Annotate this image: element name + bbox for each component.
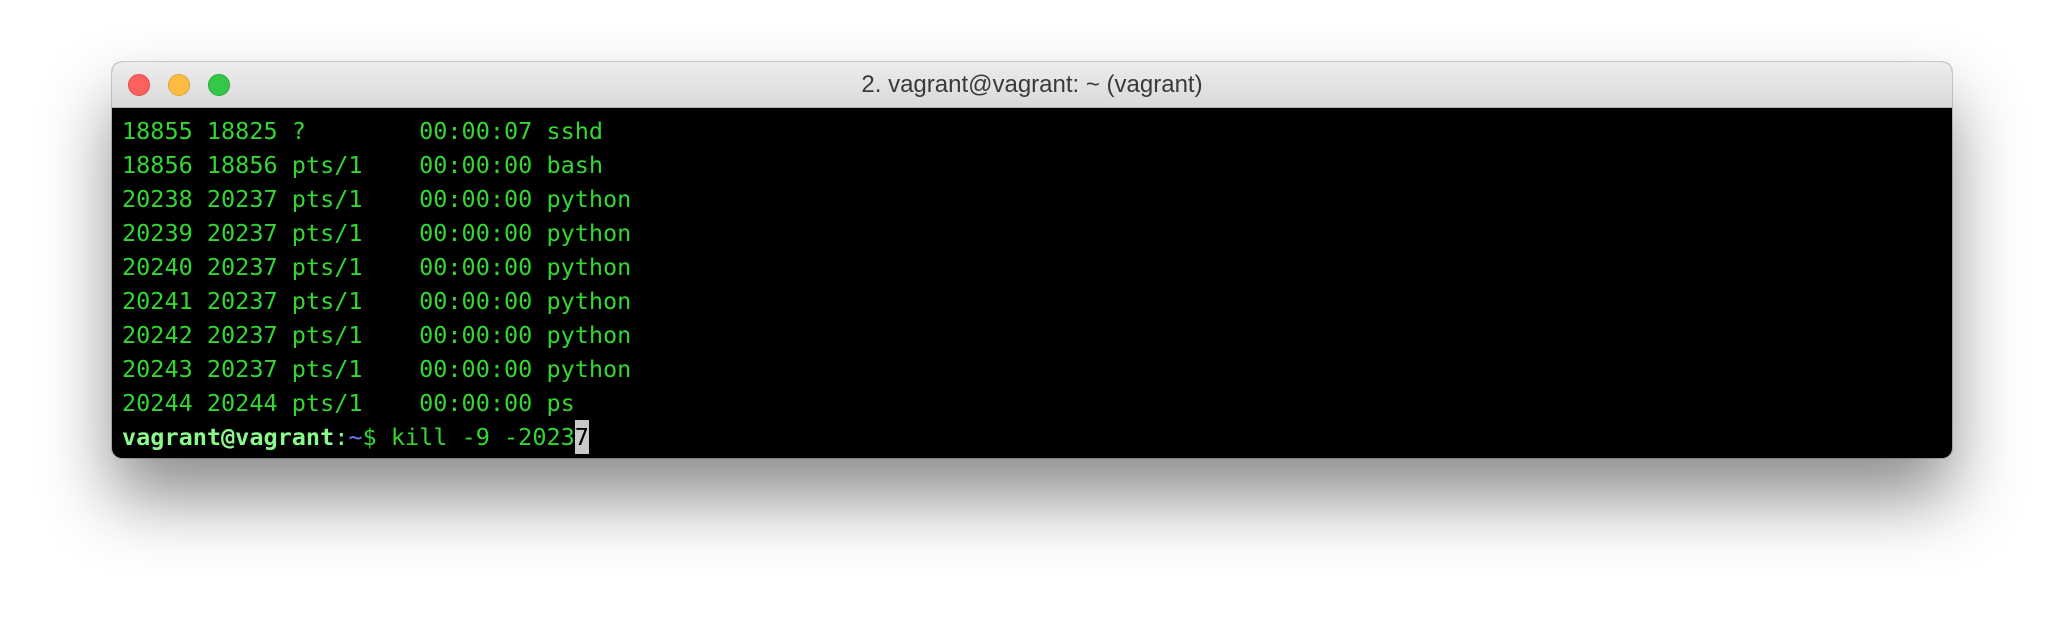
- output-line: 18856 18856 pts/1 00:00:00 bash: [122, 151, 604, 179]
- output-line: 20242 20237 pts/1 00:00:00 python: [122, 321, 632, 349]
- minimize-window-icon[interactable]: [168, 74, 190, 96]
- window-title: 2. vagrant@vagrant: ~ (vagrant): [861, 71, 1203, 98]
- output-line: 20243 20237 pts/1 00:00:00 python: [122, 355, 632, 383]
- prompt-dollar: $: [362, 423, 391, 451]
- output-line: 20244 20244 pts/1 00:00:00 ps: [122, 389, 575, 417]
- output-line: 20238 20237 pts/1 00:00:00 python: [122, 185, 632, 213]
- terminal-output[interactable]: 18855 18825 ? 00:00:07 sshd 18856 18856 …: [122, 114, 1942, 454]
- output-line: 20239 20237 pts/1 00:00:00 python: [122, 219, 632, 247]
- title-bar[interactable]: 2. vagrant@vagrant: ~ (vagrant): [112, 62, 1952, 108]
- output-line: 18855 18825 ? 00:00:07 sshd: [122, 117, 604, 145]
- prompt-line[interactable]: vagrant@vagrant:~$ kill -9 -20237: [122, 420, 1942, 454]
- command-input[interactable]: kill -9 -2023: [390, 423, 575, 451]
- close-window-icon[interactable]: [128, 74, 150, 96]
- output-line: 20240 20237 pts/1 00:00:00 python: [122, 253, 632, 281]
- text-cursor: 7: [574, 420, 589, 454]
- zoom-window-icon[interactable]: [208, 74, 230, 96]
- prompt-colon: :: [334, 423, 349, 451]
- prompt-user-host: vagrant@vagrant: [122, 423, 335, 451]
- prompt-path: ~: [348, 423, 363, 451]
- terminal-window[interactable]: 2. vagrant@vagrant: ~ (vagrant) 18855 18…: [112, 62, 1952, 458]
- output-line: 20241 20237 pts/1 00:00:00 python: [122, 287, 632, 315]
